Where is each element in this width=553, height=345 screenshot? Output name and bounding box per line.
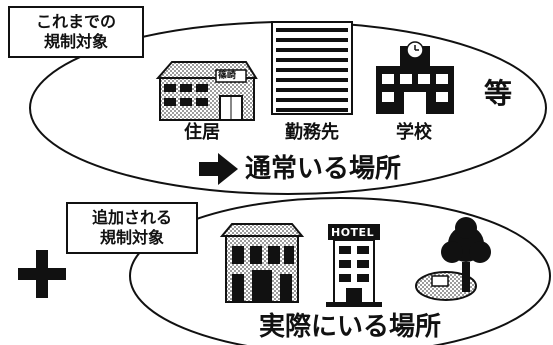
actual-places-label: 実際にいる場所	[257, 312, 444, 342]
item-label-school: 学校	[396, 122, 432, 143]
added-targets-label-line2: 規制対象	[99, 228, 164, 247]
current-targets-label-line2: 規制対象	[43, 32, 108, 51]
office-building-icon	[271, 21, 353, 115]
inn-building-icon	[219, 223, 305, 303]
etc-label: 等	[484, 77, 513, 110]
added-targets-label-line1: 追加される	[91, 208, 172, 227]
current-targets-label-line1: これまでの	[35, 12, 116, 31]
house-icon	[155, 61, 258, 121]
item-label-workplace: 勤務先	[285, 122, 339, 143]
added-targets-label-box: 追加される 規制対象	[66, 202, 198, 254]
right-arrow-icon	[199, 153, 238, 185]
hotel-sign: HOTEL	[331, 226, 375, 239]
school-icon	[376, 41, 454, 114]
hotel-icon	[326, 224, 382, 307]
usual-places-label: 通常いる場所	[245, 154, 402, 184]
house-sign: 篠崎	[218, 71, 237, 81]
item-label-residence: 住居	[184, 122, 220, 143]
plus-icon	[18, 250, 66, 298]
park-tree-icon	[415, 217, 491, 301]
current-targets-label-box: これまでの 規制対象	[8, 6, 144, 58]
bottom-ellipse	[129, 197, 551, 345]
